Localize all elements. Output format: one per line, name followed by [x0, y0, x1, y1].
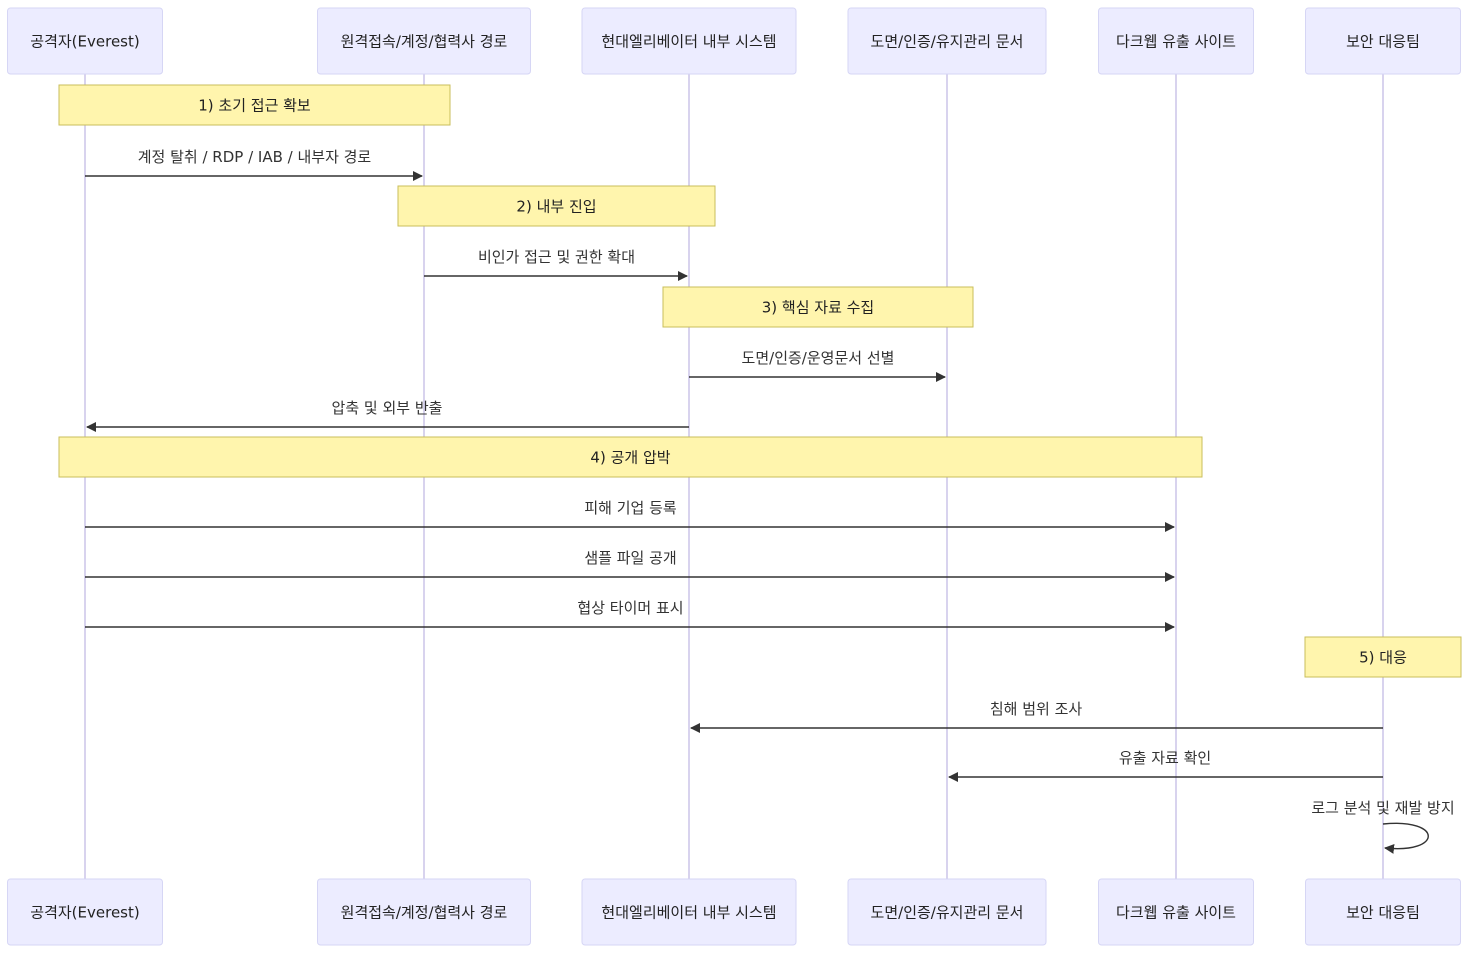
participant-top-p5: 보안 대응팀	[1305, 7, 1461, 75]
participant-label: 현대엘리베이터 내부 시스템	[601, 904, 776, 922]
message: 도면/인증/운영문서 선별	[689, 349, 946, 382]
note-box	[1304, 636, 1462, 678]
note-box	[58, 84, 451, 126]
message: 유출 자료 확인	[948, 749, 1383, 782]
participant-top-p0: 공격자(Everest)	[7, 7, 163, 75]
participant-label: 도면/인증/유지관리 문서	[871, 904, 1024, 922]
message-label: 샘플 파일 공개	[584, 549, 676, 567]
participant-top-p3: 도면/인증/유지관리 문서	[847, 7, 1047, 75]
participant-box	[317, 878, 531, 946]
participant-label: 원격접속/계정/협력사 경로	[341, 33, 508, 51]
note-text: 3) 핵심 자료 수집	[762, 299, 875, 317]
participant-bottom-p4: 다크웹 유출 사이트	[1098, 878, 1254, 946]
message-label: 침해 범위 조사	[990, 700, 1083, 718]
message: 압축 및 외부 반출	[86, 399, 689, 432]
participant-box	[581, 7, 797, 75]
participant-label: 공격자(Everest)	[30, 904, 139, 922]
note: 4) 공개 압박	[58, 436, 1203, 478]
message: 피해 기업 등록	[85, 499, 1175, 532]
participant-label: 도면/인증/유지관리 문서	[871, 33, 1024, 51]
participant-top-p4: 다크웹 유출 사이트	[1098, 7, 1254, 75]
message: 침해 범위 조사	[690, 700, 1383, 733]
message-label: 계정 탈취 / RDP / IAB / 내부자 경로	[138, 148, 372, 166]
participant-box	[7, 878, 163, 946]
self-message-arrow	[1382, 822, 1429, 854]
message-label: 피해 기업 등록	[584, 499, 677, 517]
participant-label: 다크웹 유출 사이트	[1116, 33, 1236, 51]
participant-label: 현대엘리베이터 내부 시스템	[601, 33, 776, 51]
message-label: 비인가 접근 및 권한 확대	[478, 248, 635, 266]
message-label: 유출 자료 확인	[1119, 749, 1211, 767]
participant-box	[1098, 878, 1254, 946]
participant-box	[1305, 878, 1461, 946]
participant-label: 공격자(Everest)	[30, 33, 139, 51]
participant-bottom-p5: 보안 대응팀	[1305, 878, 1461, 946]
self-message: 로그 분석 및 재발 방지	[1311, 799, 1455, 854]
note: 3) 핵심 자료 수집	[662, 286, 974, 328]
message: 샘플 파일 공개	[85, 549, 1175, 582]
participant-box	[581, 878, 797, 946]
participant-box	[1305, 7, 1461, 75]
note: 5) 대응	[1304, 636, 1462, 678]
participant-label: 다크웹 유출 사이트	[1116, 904, 1236, 922]
participant-label: 보안 대응팀	[1346, 904, 1420, 922]
message-label: 협상 타이머 표시	[577, 599, 683, 617]
participant-label: 보안 대응팀	[1346, 33, 1420, 51]
note-text: 5) 대응	[1359, 649, 1407, 667]
participant-bottom-p2: 현대엘리베이터 내부 시스템	[581, 878, 797, 946]
note-box	[662, 286, 974, 328]
message-label: 압축 및 외부 반출	[332, 399, 443, 417]
note-text: 2) 내부 진입	[516, 198, 596, 216]
participant-box	[1098, 7, 1254, 75]
message: 비인가 접근 및 권한 확대	[424, 248, 688, 281]
note: 1) 초기 접근 확보	[58, 84, 451, 126]
participant-label: 원격접속/계정/협력사 경로	[341, 904, 508, 922]
note-box	[397, 185, 716, 227]
note-text: 1) 초기 접근 확보	[198, 97, 311, 115]
participant-top-p2: 현대엘리베이터 내부 시스템	[581, 7, 797, 75]
message: 계정 탈취 / RDP / IAB / 내부자 경로	[85, 148, 423, 181]
self-message-label: 로그 분석 및 재발 방지	[1311, 799, 1454, 817]
participant-box	[847, 7, 1047, 75]
message-label: 도면/인증/운영문서 선별	[742, 349, 895, 367]
note: 2) 내부 진입	[397, 185, 716, 227]
participant-bottom-p0: 공격자(Everest)	[7, 878, 163, 946]
note-box	[58, 436, 1203, 478]
participant-box	[317, 7, 531, 75]
participant-bottom-p1: 원격접속/계정/협력사 경로	[317, 878, 531, 946]
participant-top-p1: 원격접속/계정/협력사 경로	[317, 7, 531, 75]
participant-box	[7, 7, 163, 75]
participant-box	[847, 878, 1047, 946]
participant-bottom-p3: 도면/인증/유지관리 문서	[847, 878, 1047, 946]
note-text: 4) 공개 압박	[590, 449, 670, 467]
message: 협상 타이머 표시	[85, 599, 1175, 632]
